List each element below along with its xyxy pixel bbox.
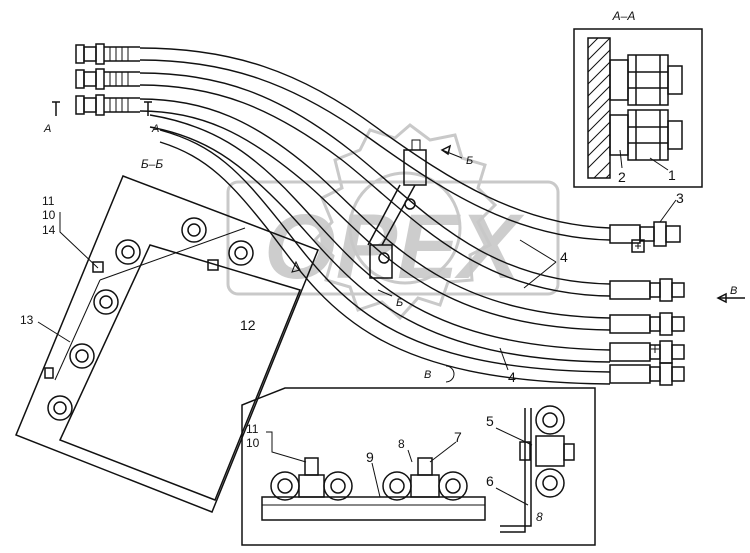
callout-12-bb: 12 bbox=[240, 317, 256, 333]
marker-b-top: Б bbox=[466, 155, 473, 167]
right-fitting-b bbox=[609, 312, 685, 336]
section-bb-title: Б–Б bbox=[141, 157, 163, 171]
watermark-text: OPEX bbox=[264, 196, 524, 298]
callout-10-v: 10 bbox=[246, 436, 260, 450]
callout-13-bb: 13 bbox=[20, 313, 34, 327]
marker-b-bottom: Б bbox=[396, 297, 403, 309]
left-fitting-1 bbox=[75, 43, 140, 65]
left-fitting-2 bbox=[75, 68, 140, 90]
callout-4-lower: 4 bbox=[508, 369, 516, 385]
callout-leaders-main bbox=[499, 199, 677, 371]
callout-9-v: 9 bbox=[366, 449, 374, 465]
marker-a-right: А bbox=[151, 123, 159, 135]
marker-a-left: А bbox=[43, 123, 51, 135]
callout-11-v: 11 bbox=[246, 422, 259, 436]
callout-5-v: 5 bbox=[486, 413, 494, 429]
view-v-box bbox=[241, 387, 596, 546]
hose-bundle bbox=[139, 47, 611, 385]
watermark-frame bbox=[226, 180, 560, 296]
section-aa-title: А–А bbox=[612, 9, 636, 23]
right-fitting-3 bbox=[609, 221, 681, 253]
arrow-b-bottom bbox=[377, 289, 393, 297]
section-mark-a-right bbox=[144, 101, 152, 116]
callout-14-bb: 14 bbox=[42, 223, 56, 237]
right-fitting-d bbox=[609, 362, 685, 386]
callout-2: 2 bbox=[618, 169, 626, 185]
right-fitting-a bbox=[609, 278, 685, 302]
section-bb-view bbox=[15, 175, 319, 513]
view-v-circle-marker bbox=[445, 365, 455, 383]
callout-8-v-right: 8 bbox=[536, 510, 543, 524]
marker-v-arrow: В bbox=[730, 285, 737, 297]
view-v-title: В bbox=[424, 369, 431, 381]
callout-1: 1 bbox=[668, 167, 676, 183]
callout-10-bb: 10 bbox=[42, 208, 56, 222]
callout-11-bb: 11 bbox=[42, 194, 55, 208]
arrow-v bbox=[716, 292, 745, 304]
central-clamp-bracket bbox=[367, 139, 427, 279]
section-aa-view bbox=[573, 28, 703, 188]
callout-4-upper: 4 bbox=[560, 249, 568, 265]
callout-7-v: 7 bbox=[454, 429, 462, 445]
right-fitting-c bbox=[609, 340, 685, 364]
arrow-b-top bbox=[440, 144, 463, 159]
left-fitting-3 bbox=[75, 94, 140, 116]
callout-3: 3 bbox=[676, 190, 684, 206]
callout-6-v: 6 bbox=[486, 473, 494, 489]
watermark-gear bbox=[312, 123, 498, 321]
section-mark-a-left bbox=[52, 101, 60, 116]
callout-8-v-center: 8 bbox=[398, 437, 405, 451]
